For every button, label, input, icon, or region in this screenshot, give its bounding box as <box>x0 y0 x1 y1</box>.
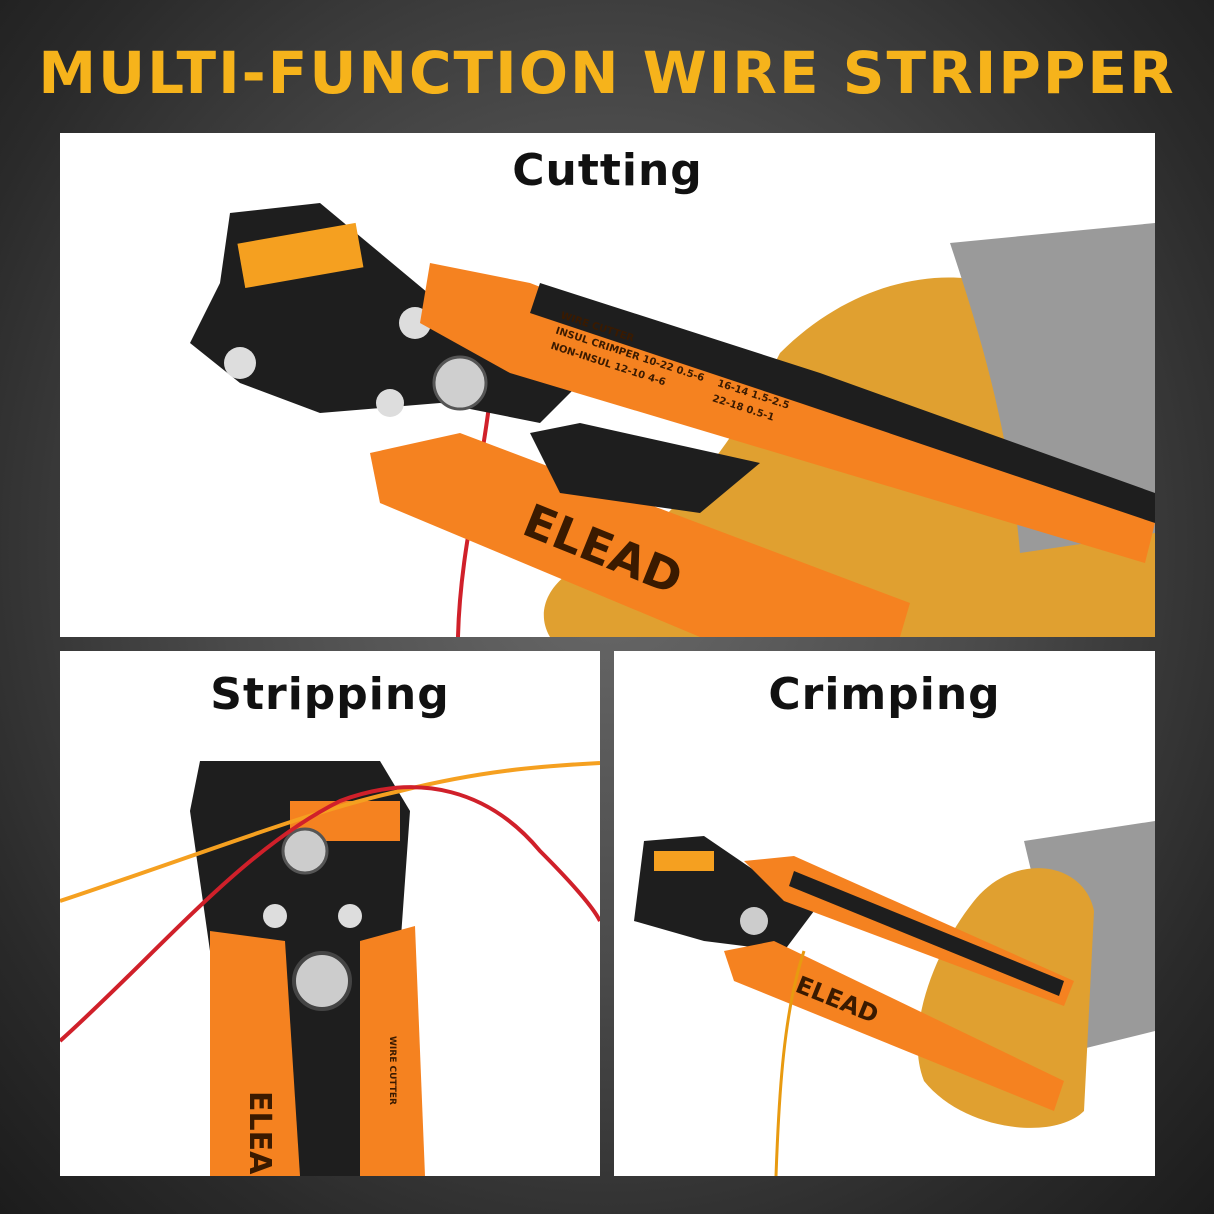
panel-cutting: Cutting ELEAD WIRE CUTTER INSUL CRIMPER … <box>60 133 1155 637</box>
pivot-bolt <box>432 355 488 411</box>
wire-stripper-crimping-image: ELEAD <box>634 821 1155 1176</box>
crimp-teeth <box>530 423 760 513</box>
sleeve <box>950 223 1155 553</box>
rivet <box>376 389 404 417</box>
rivet <box>263 904 287 928</box>
tool-handle-lower <box>724 941 1064 1111</box>
tool-handle-right <box>360 926 425 1176</box>
page-title: MULTI-FUNCTION WIRE STRIPPER <box>38 39 1176 107</box>
handle-grip <box>789 871 1064 996</box>
adjust-knob <box>281 827 329 875</box>
panel-label-crimping: Crimping <box>768 669 1001 720</box>
panel-crimping: Crimping ELEAD <box>614 651 1155 1176</box>
stop-lever <box>237 222 364 289</box>
rivet <box>338 904 362 928</box>
pivot-bolt <box>740 907 768 935</box>
wire-stripper-stripping-image: ELEAD WIRE CUTTER <box>60 761 600 1176</box>
wire-orange <box>774 950 806 1176</box>
pivot-bolt <box>292 951 352 1011</box>
wire-stripper-cutting-image: ELEAD WIRE CUTTER INSUL CRIMPER 10-22 0.… <box>190 203 1155 637</box>
tool-handle-lower <box>370 433 910 637</box>
panel-label-stripping: Stripping <box>210 669 450 720</box>
panel-label-cutting: Cutting <box>512 145 703 196</box>
stop-lever <box>654 851 714 871</box>
wire-orange <box>60 761 600 903</box>
tool-handle-upper <box>420 263 1155 563</box>
handle-grip <box>530 283 1155 523</box>
panel-stripping: Stripping ELEAD WIRE CUTTER <box>60 651 600 1176</box>
wire-red <box>60 785 600 1043</box>
marking-wire-cutter: WIRE CUTTER <box>387 1036 397 1105</box>
tool-handle-left <box>210 931 300 1176</box>
adjust-knob <box>224 347 256 379</box>
brand-logo: ELEAD <box>242 1091 277 1176</box>
